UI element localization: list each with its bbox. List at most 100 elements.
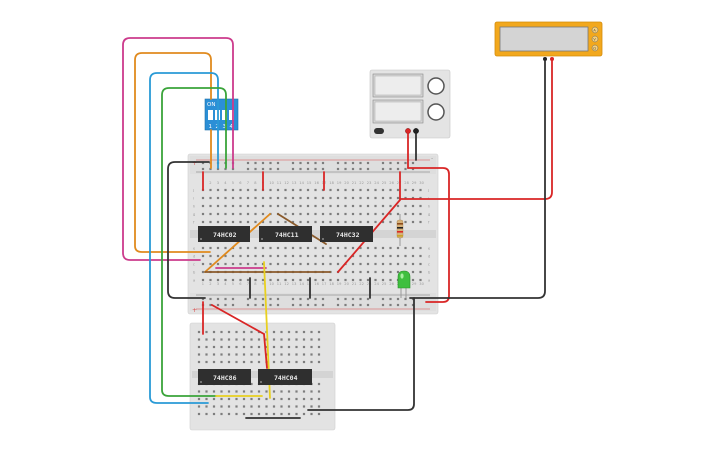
svg-text:h: h (428, 205, 430, 209)
mode-v-icon[interactable] (591, 35, 599, 43)
svg-text:6: 6 (239, 282, 242, 286)
dip-toggle-1[interactable] (208, 110, 213, 120)
svg-text:18: 18 (329, 181, 334, 185)
dip-toggle-4[interactable] (229, 110, 234, 120)
chip-label-u4: 74HC86 (213, 374, 237, 382)
svg-text:7: 7 (247, 181, 249, 185)
svg-text:10: 10 (269, 181, 274, 185)
svg-text:8: 8 (254, 181, 257, 185)
svg-text:8: 8 (254, 282, 257, 286)
svg-text:h: h (193, 205, 195, 209)
svg-text:c: c (428, 263, 430, 267)
mode-ohm-icon[interactable] (591, 44, 599, 52)
wires (122, 37, 553, 419)
svg-text:d: d (193, 255, 195, 259)
current-knob-icon[interactable] (427, 103, 445, 121)
wire-blue[interactable] (149, 72, 219, 404)
svg-text:7: 7 (247, 282, 249, 286)
svg-text:13: 13 (292, 282, 297, 286)
svg-text:c: c (193, 263, 195, 267)
main-breadboard-holes (201, 161, 422, 307)
svg-text:1: 1 (202, 282, 204, 286)
dip-number-3: 3 (223, 124, 227, 130)
svg-text:j: j (192, 189, 194, 193)
wire-ground-small-board[interactable] (307, 297, 415, 411)
chip-74hc04[interactable]: 74HC04 (258, 369, 312, 385)
chip-74hc11[interactable]: 74HC11 (259, 226, 312, 242)
power-supply[interactable] (369, 69, 451, 139)
svg-text:22: 22 (359, 181, 364, 185)
wire-orange[interactable] (134, 52, 212, 253)
multimeter-red-probe-icon[interactable] (550, 57, 554, 61)
chip-74hc86[interactable]: 74HC86 (198, 369, 251, 385)
svg-text:d: d (428, 255, 430, 259)
svg-text:13: 13 (292, 181, 297, 185)
voltage-knob-icon[interactable] (427, 77, 445, 95)
power-switch[interactable] (374, 128, 384, 134)
svg-text:e: e (428, 247, 431, 251)
svg-text:25: 25 (382, 181, 387, 185)
chip-label-u5: 74HC04 (274, 374, 298, 382)
svg-text:30: 30 (419, 282, 424, 286)
wire-orange-cross[interactable] (204, 213, 271, 273)
chip-label-u1: 74HC02 (213, 231, 237, 239)
main-breadboard-column-numbers: 1122334455667788991010111112121313141415… (202, 181, 425, 286)
svg-text:23: 23 (367, 282, 372, 286)
negative-terminal-icon[interactable] (413, 128, 419, 134)
svg-text:15: 15 (307, 282, 312, 286)
svg-text:19: 19 (337, 181, 342, 185)
mode-a-icon[interactable] (591, 26, 599, 34)
dip-toggle-3[interactable] (222, 110, 227, 120)
svg-text:26: 26 (389, 181, 394, 185)
svg-text:29: 29 (412, 181, 417, 185)
svg-text:a: a (428, 279, 430, 283)
svg-text:25: 25 (382, 282, 387, 286)
main-breadboard: 1122334455667788991010111112121313141415… (187, 153, 439, 315)
led-green[interactable] (397, 270, 411, 298)
svg-text:e: e (193, 247, 196, 251)
mode-ohm-label: Ω (593, 47, 596, 51)
wire-red-right-loop[interactable] (407, 167, 450, 303)
svg-text:17: 17 (322, 282, 327, 286)
dip-number-4: 4 (230, 124, 234, 130)
bottom-rail-plus-label: + (192, 307, 197, 314)
svg-text:6: 6 (239, 181, 242, 185)
wire-black-ground-loop[interactable] (167, 161, 210, 299)
mode-v-label: V (593, 38, 596, 42)
svg-text:3: 3 (217, 282, 219, 286)
wire-green[interactable] (161, 87, 227, 397)
top-rail-plus-label: + (192, 160, 197, 167)
svg-text:f: f (193, 221, 195, 225)
svg-text:5: 5 (232, 181, 234, 185)
svg-text:g: g (193, 213, 195, 217)
svg-text:12: 12 (284, 282, 289, 286)
positive-terminal-icon[interactable] (405, 128, 411, 134)
chip-74hc32[interactable]: 74HC32 (320, 226, 373, 242)
svg-text:16: 16 (314, 282, 319, 286)
multimeter[interactable]: A V Ω (494, 21, 603, 61)
svg-text:28: 28 (404, 181, 409, 185)
chip-label-u3: 74HC32 (336, 231, 360, 239)
svg-text:18: 18 (329, 282, 334, 286)
svg-text:10: 10 (269, 282, 274, 286)
svg-text:i: i (193, 197, 194, 201)
svg-text:21: 21 (352, 181, 357, 185)
svg-text:22: 22 (359, 282, 364, 286)
svg-text:b: b (193, 271, 196, 275)
chip-74hc02[interactable]: 74HC02 (198, 226, 250, 242)
svg-text:15: 15 (307, 181, 312, 185)
multimeter-com-probe-icon[interactable] (543, 57, 547, 61)
svg-text:20: 20 (344, 282, 349, 286)
svg-text:4: 4 (224, 181, 227, 185)
svg-text:2: 2 (209, 181, 211, 185)
svg-text:21: 21 (352, 282, 357, 286)
svg-text:23: 23 (367, 181, 372, 185)
svg-text:2: 2 (209, 282, 211, 286)
wire-magenta[interactable] (122, 37, 234, 261)
dip-number-1: 1 (209, 124, 213, 130)
svg-text:f: f (428, 221, 430, 225)
resistor[interactable] (396, 214, 404, 246)
wire-multimeter-black[interactable] (409, 60, 546, 299)
svg-text:24: 24 (374, 181, 379, 185)
